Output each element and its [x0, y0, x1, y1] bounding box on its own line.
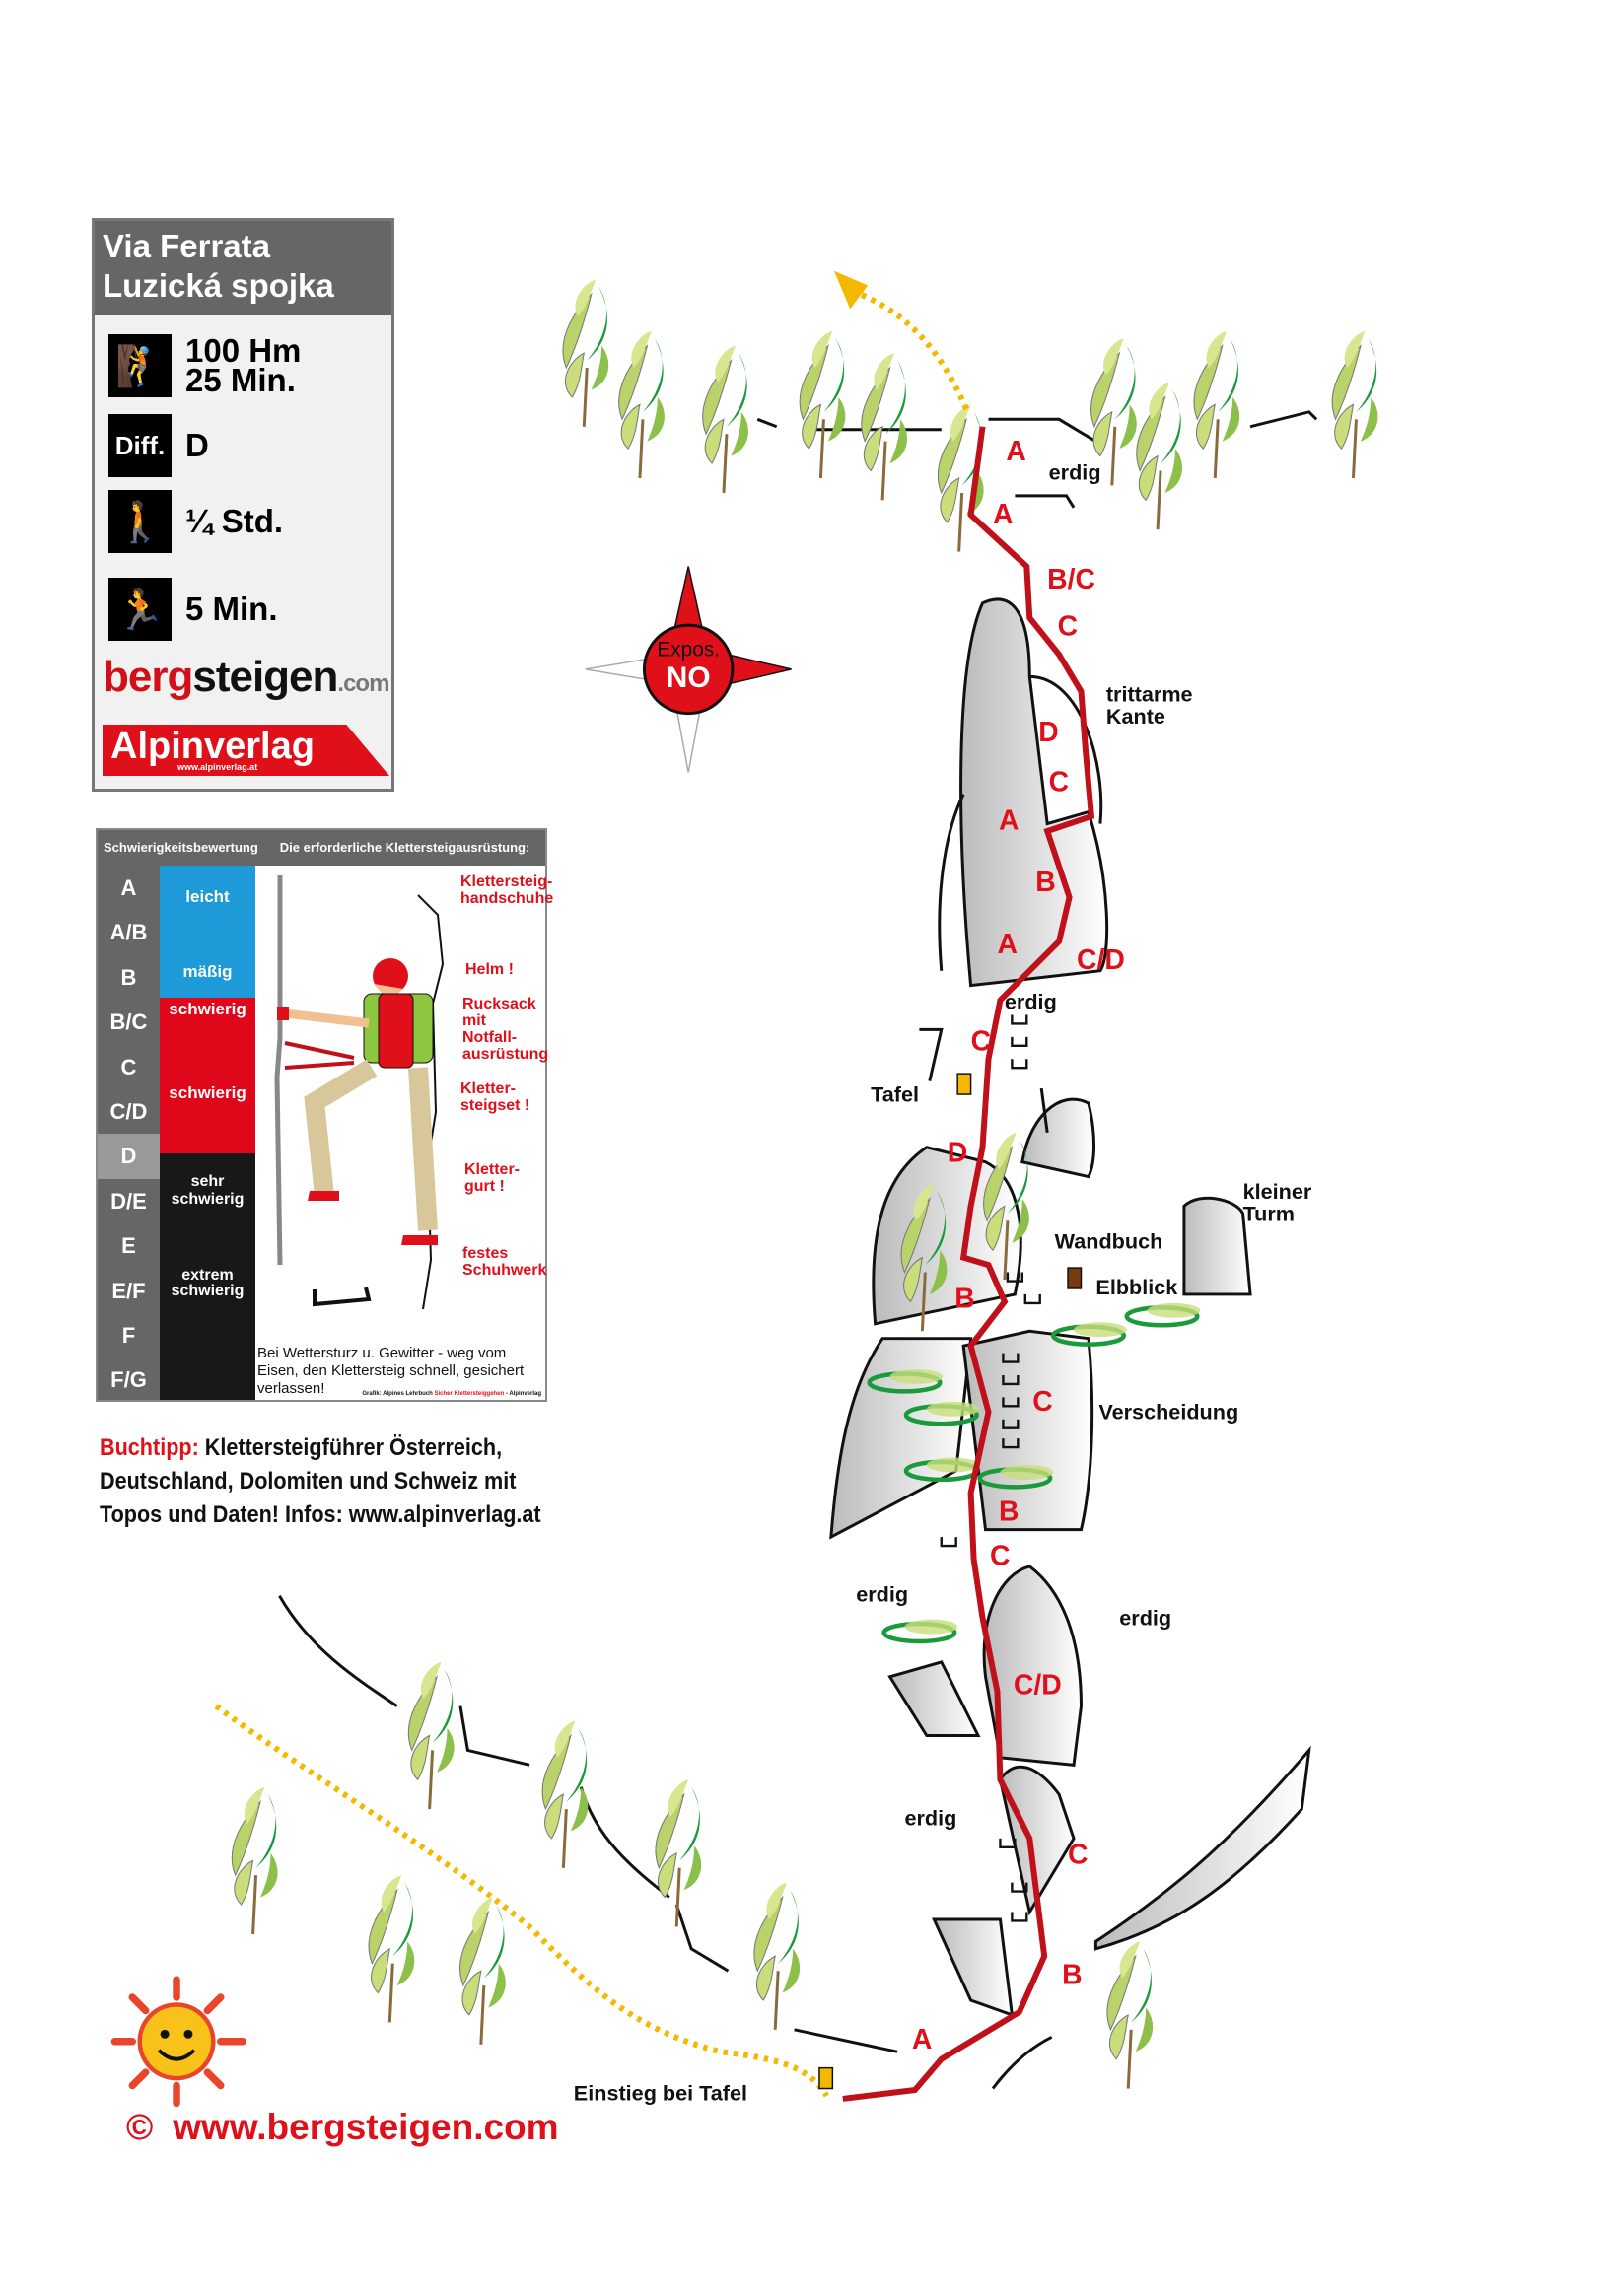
label-wandbuch: Wandbuch	[1055, 1229, 1163, 1254]
grade-label: A	[997, 929, 1017, 960]
difficulty-icon: Diff.	[108, 414, 172, 477]
sun-logo-icon	[110, 1976, 246, 2108]
label-helmet: Helm !	[465, 961, 514, 978]
title-line-2: Luzická spojka	[103, 267, 334, 304]
label-elbblick: Elbblick	[1095, 1275, 1178, 1299]
approach-time-value: ¼ Std.	[185, 503, 284, 539]
grade-item: F/G	[110, 1367, 147, 1393]
copyright: ©www.bergsteigen.com	[126, 2107, 559, 2147]
grade-item: C	[120, 1054, 137, 1079]
tafel-sign-icon	[956, 1073, 972, 1095]
via-ferrata-route	[842, 426, 1095, 2102]
start-sign-icon	[818, 2066, 834, 2090]
grade-label: B	[1062, 1960, 1082, 1991]
label-erdig: erdig	[1049, 459, 1101, 484]
label-via-ferrata-set: Kletter-steigset !	[460, 1080, 530, 1114]
label-verscheidung: Verscheidung	[1098, 1400, 1238, 1425]
bergsteigen-logo: bergsteigen.com	[103, 653, 389, 701]
grade-item: E/F	[111, 1278, 146, 1303]
exposure-value: NO	[667, 661, 711, 694]
grade-label: A	[912, 2024, 932, 2055]
climber-illustration	[274, 875, 445, 1310]
grade-label: D	[948, 1138, 967, 1169]
wandbuch-icon	[1067, 1267, 1083, 1289]
grade-item: D/E	[110, 1188, 147, 1214]
route-title: Via Ferrata Luzická spojka	[95, 221, 391, 315]
label-kante: Kante	[1106, 704, 1165, 729]
grade-label: C	[1049, 767, 1069, 799]
grade-label: C	[1068, 1839, 1088, 1870]
grade-label: C	[971, 1025, 991, 1057]
iron-rungs	[940, 1014, 1041, 1922]
climb-time-value: 25 Min.	[185, 362, 296, 398]
descent-time-value: 5 Min.	[185, 591, 278, 627]
grade-label: A	[1006, 436, 1025, 467]
grade-item-selected: D	[98, 1134, 160, 1179]
grade-label: B/C	[1047, 564, 1095, 595]
copyright-link[interactable]: www.bergsteigen.com	[173, 2107, 559, 2147]
difficulty-value: D	[185, 427, 209, 463]
label-backpack: Rucksack mit Notfall-ausrüstung	[462, 996, 549, 1063]
label-kleiner: kleiner	[1243, 1179, 1312, 1204]
book-tip: Buchtipp: Klettersteigführer Österreich,…	[100, 1431, 541, 1532]
climber-icon: 🧗	[108, 334, 172, 397]
descent-path	[859, 291, 969, 411]
label-erdig: erdig	[856, 1582, 908, 1607]
label-harness: Kletter-gurt !	[464, 1161, 521, 1195]
compass-label: Expos.	[657, 638, 720, 661]
legend-header-left: Schwierigkeitsbewertung	[104, 840, 258, 855]
category-sehr-extrem: sehr schwierig extrem schwierig	[160, 1153, 255, 1400]
label-erdig: erdig	[1005, 990, 1057, 1014]
grade-item: A/B	[109, 920, 148, 945]
category-leicht-maessig: leicht mäßig	[160, 866, 255, 998]
label-trittarme: trittarme	[1106, 682, 1193, 707]
compass: Expos. NO	[585, 566, 792, 773]
grade-label: C	[1032, 1386, 1052, 1418]
grade-label: D	[1038, 717, 1058, 748]
approach-hiker-icon: 🚶	[108, 490, 172, 553]
label-turm: Turm	[1243, 1201, 1295, 1225]
grade-label: B	[1035, 867, 1055, 898]
label-gloves: Klettersteig-handschuhe	[460, 873, 554, 907]
grade-item: A	[120, 875, 137, 900]
route-grades: A A B/C C D C A B A C/D C D B C B C C/D …	[912, 436, 1125, 2055]
grade-label: C	[1058, 611, 1078, 643]
grade-label: A	[999, 805, 1019, 837]
label-tafel: Tafel	[871, 1082, 919, 1107]
equipment-illustration: Klettersteig-handschuhe Helm ! Rucksack …	[255, 866, 553, 1400]
book-tip-label: Buchtipp:	[100, 1434, 199, 1461]
label-erdig: erdig	[1119, 1606, 1171, 1631]
grade-label: A	[993, 499, 1013, 530]
graphic-credit: Grafik: Alpines Lehrbuch Sicher Kletters…	[362, 1391, 541, 1397]
category-schwierig: schwierig schwierig	[160, 998, 255, 1153]
grade-item: B/C	[109, 1009, 148, 1035]
legend-header-right: Die erforderliche Klettersteigausrüstung…	[279, 840, 530, 855]
grade-label: C	[990, 1540, 1010, 1571]
grade-label: B	[954, 1283, 974, 1314]
height-value: 100 Hm	[185, 332, 302, 369]
label-einstieg: Einstieg bei Tafel	[574, 2080, 747, 2105]
weather-warning: Bei Wettersturz u. Gewitter - weg vom Ei…	[257, 1345, 525, 1397]
grade-item: F	[121, 1322, 136, 1348]
descent-hiker-icon: 🏃	[108, 578, 172, 641]
book-tip-text: Topos und Daten! Infos: www.alpinverlag.…	[100, 1501, 541, 1528]
grade-label: B	[999, 1496, 1019, 1528]
grade-item: E	[121, 1233, 136, 1259]
grade-label: C/D	[1014, 1670, 1062, 1702]
label-shoes: festes Schuhwerk	[462, 1245, 547, 1279]
book-tip-text: Deutschland, Dolomiten und Schweiz mit	[100, 1468, 517, 1495]
difficulty-legend: Schwierigkeitsbewertung Die erforderliche…	[96, 828, 553, 1403]
title-line-1: Via Ferrata	[103, 228, 270, 264]
grade-item: B	[120, 964, 137, 990]
grade-scale: A A/B B B/C C C/D D D/E E E/F F F/G	[98, 866, 160, 1403]
descent-arrow-icon	[833, 270, 869, 310]
approach-path	[214, 1704, 829, 2098]
grade-label: C/D	[1077, 944, 1125, 976]
book-tip-text: Klettersteigführer Österreich,	[204, 1434, 503, 1461]
grade-item: C/D	[109, 1098, 148, 1124]
label-erdig: erdig	[904, 1805, 956, 1830]
